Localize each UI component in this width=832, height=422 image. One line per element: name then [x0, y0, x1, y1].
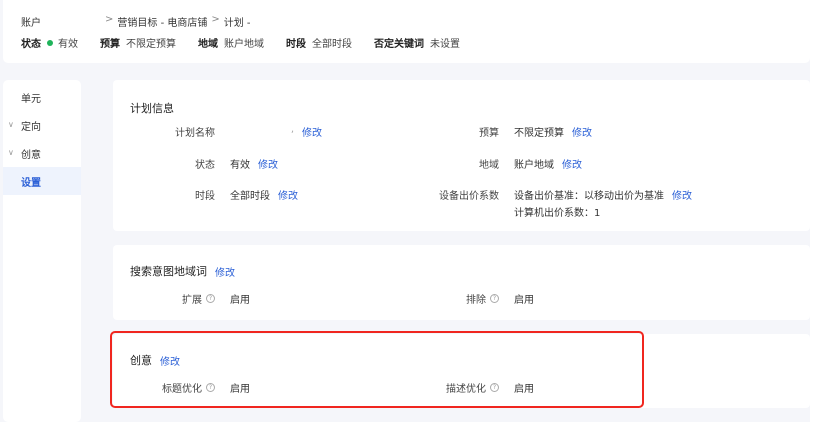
meta-key: 地域: [198, 39, 218, 50]
meta-negative-keywords: 否定关键词 未设置: [374, 35, 460, 50]
field-label: 排除 ?: [403, 291, 499, 306]
field-schedule: 时段 全部时段 修改: [113, 187, 298, 202]
exclude-value: 启用: [514, 295, 534, 306]
meta-value: 不限定预算: [126, 39, 176, 50]
field-value: 不限定预算 修改: [514, 124, 592, 139]
meta-key: 状态: [21, 39, 41, 50]
expand-value: 启用: [230, 295, 250, 306]
breadcrumb: 账户 > 营销目标 - 电商店铺 > 计划 -: [21, 14, 251, 29]
edit-status-link[interactable]: 修改: [258, 160, 278, 171]
field-label: 扩展 ?: [113, 291, 215, 306]
sidebar-item-label: 定向: [21, 121, 41, 133]
chevron-down-icon[interactable]: ∨: [8, 120, 14, 129]
exclude-label: 排除: [466, 295, 486, 306]
card-title: 计划信息: [130, 102, 174, 115]
budget-value: 不限定预算: [514, 128, 564, 139]
device-bid-base: 设备出价基准：以移动出价为基准: [514, 191, 664, 202]
field-region: 地域 账户地域 修改: [403, 156, 582, 171]
sidebar-item-label: 设置: [21, 177, 41, 189]
field-label: 设备出价系数: [439, 191, 499, 202]
field-title-optimization: 标题优化 ? 启用: [113, 380, 250, 395]
card-title-text: 创意: [130, 354, 152, 367]
title-optimization-label: 标题优化: [162, 384, 202, 395]
sidebar-item-label: 单元: [21, 93, 41, 105]
field-label: 状态: [195, 160, 215, 171]
field-value: 有效 修改: [230, 156, 278, 171]
sidebar-item-unit[interactable]: 单元: [3, 83, 81, 111]
meta-budget: 预算 不限定预算: [100, 35, 176, 50]
meta-value: 全部时段: [312, 39, 352, 50]
meta-key: 预算: [100, 39, 120, 50]
status-dot-icon: [47, 39, 53, 46]
sidebar-item-settings[interactable]: 设置: [3, 167, 81, 195]
breadcrumb-goal[interactable]: 营销目标 - 电商店铺: [117, 18, 208, 29]
meta-schedule: 时段 全部时段: [286, 35, 352, 50]
field-exclude: 排除 ? 启用: [403, 291, 534, 306]
header: 账户 > 营销目标 - 电商店铺 > 计划 - 状态 有效 预算 不限定预算 地…: [3, 0, 810, 63]
edit-budget-link[interactable]: 修改: [572, 128, 592, 139]
field-expand: 扩展 ? 启用: [113, 291, 250, 306]
sidebar-item-targeting[interactable]: ∨ 定向: [3, 111, 81, 139]
edit-region-link[interactable]: 修改: [562, 160, 582, 171]
edit-plan-name-link[interactable]: 修改: [302, 128, 322, 139]
breadcrumb-separator: >: [105, 14, 114, 25]
creative-card: 创意 修改 标题优化 ? 启用 描述优化 ? 启用: [113, 334, 810, 408]
schedule-value: 全部时段: [230, 191, 270, 202]
title-optimization-value: 启用: [230, 384, 250, 395]
description-optimization-value: 启用: [514, 384, 534, 395]
computer-bid-ratio: 计算机出价系数：1: [514, 208, 601, 219]
device-bid-values: 设备出价基准：以移动出价为基准 修改 计算机出价系数：1: [514, 187, 692, 219]
plan-name-value: ,: [290, 124, 294, 135]
field-description-optimization: 描述优化 ? 启用: [403, 380, 534, 395]
meta-region: 地域 账户地域: [198, 35, 264, 50]
field-value: 全部时段 修改: [230, 187, 298, 202]
field-device-bid: 设备出价系数 设备出价基准：以移动出价为基准 修改 计算机出价系数：1: [403, 187, 692, 219]
breadcrumb-plan: 计划 -: [223, 18, 251, 29]
edit-device-bid-link[interactable]: 修改: [672, 191, 692, 202]
field-value: 设备出价基准：以移动出价为基准 修改 计算机出价系数：1: [514, 187, 692, 219]
field-label: 描述优化 ?: [403, 380, 499, 395]
edit-search-intent-link[interactable]: 修改: [215, 267, 235, 279]
field-label: 地域: [479, 160, 499, 171]
field-label: 预算: [479, 128, 499, 139]
card-title: 创意 修改: [130, 352, 180, 368]
meta-status: 状态 有效: [21, 35, 78, 50]
region-value: 账户地域: [514, 160, 554, 171]
field-plan-name: 计划名称 , 修改: [113, 124, 322, 139]
meta-value: 账户地域: [224, 39, 264, 50]
sidebar-nav: 单元 ∨ 定向 ∨ 创意 设置: [3, 80, 81, 422]
edit-creative-link[interactable]: 修改: [160, 356, 180, 368]
field-label: 时段: [195, 191, 215, 202]
meta-key: 否定关键词: [374, 39, 424, 50]
breadcrumb-separator: >: [211, 14, 220, 25]
field-value: 账户地域 修改: [514, 156, 582, 171]
help-icon[interactable]: ?: [206, 383, 215, 392]
search-intent-card: 搜索意图地域词 修改 扩展 ? 启用 排除 ? 启用: [113, 245, 810, 320]
description-optimization-label: 描述优化: [446, 384, 486, 395]
field-label: 标题优化 ?: [113, 380, 215, 395]
breadcrumb-account[interactable]: 账户: [21, 18, 41, 29]
help-icon[interactable]: ?: [206, 294, 215, 303]
sidebar-item-creative[interactable]: ∨ 创意: [3, 139, 81, 167]
status-value: 有效: [230, 160, 250, 171]
field-label: 计划名称: [175, 128, 215, 139]
help-icon[interactable]: ?: [490, 294, 499, 303]
plan-meta-summary: 状态 有效 预算 不限定预算 地域 账户地域 时段 全部时段 否定关键词 未设置: [21, 35, 482, 50]
card-title-text: 搜索意图地域词: [130, 265, 207, 278]
plan-info-card: 计划信息 计划名称 , 修改 状态 有效 修改 时段 全部时段 修改 预算 不限…: [113, 80, 810, 231]
help-icon[interactable]: ?: [490, 383, 499, 392]
device-bid-line-1: 设备出价基准：以移动出价为基准 修改: [514, 187, 692, 202]
edit-schedule-link[interactable]: 修改: [278, 191, 298, 202]
meta-key: 时段: [286, 39, 306, 50]
meta-value: 有效: [58, 39, 78, 50]
field-status: 状态 有效 修改: [113, 156, 278, 171]
card-title: 搜索意图地域词 修改: [130, 263, 235, 279]
field-budget: 预算 不限定预算 修改: [403, 124, 592, 139]
meta-value: 未设置: [430, 39, 460, 50]
expand-label: 扩展: [182, 295, 202, 306]
chevron-down-icon[interactable]: ∨: [8, 148, 14, 157]
sidebar-item-label: 创意: [21, 149, 41, 161]
field-value: , 修改: [230, 124, 322, 139]
